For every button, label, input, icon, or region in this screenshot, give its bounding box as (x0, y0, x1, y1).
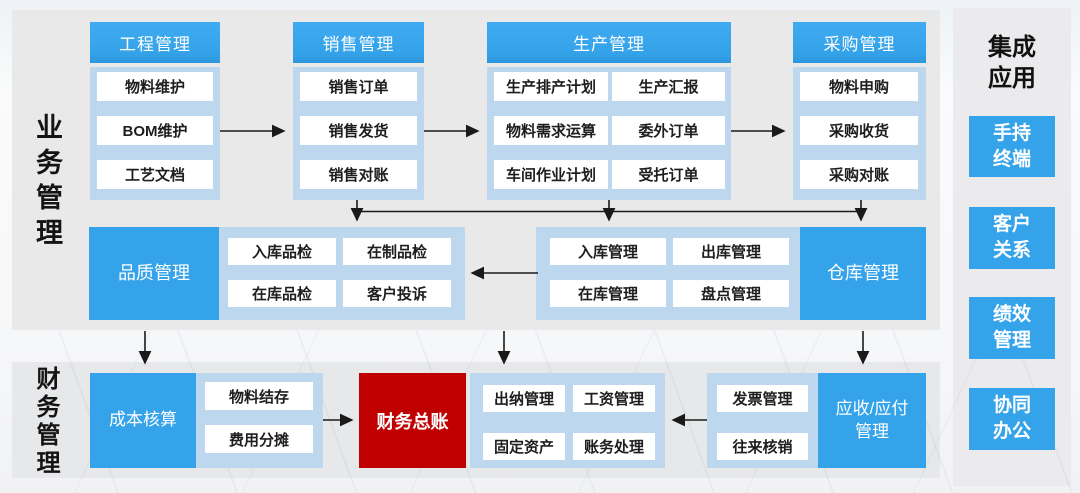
purchasing-header: 采购管理 (793, 22, 926, 63)
module-item: 出库管理 (673, 238, 789, 265)
module-item: 物料申购 (800, 72, 918, 101)
module-item: 在制品检 (343, 238, 451, 265)
cost-accounting-box: 成本核算 (90, 373, 196, 468)
module-item: 账务处理 (573, 433, 655, 460)
app-performance-box: 绩效 管理 (969, 297, 1055, 359)
module-item: 销售发货 (300, 116, 417, 145)
module-item: BOM维护 (97, 116, 213, 145)
general-ledger-box: 财务总账 (359, 373, 466, 468)
finance-section-label: 财务管理 (32, 366, 59, 478)
warehouse-box: 仓库管理 (800, 227, 926, 320)
app-crm-box: 客户 关系 (969, 207, 1055, 269)
engineering-header: 工程管理 (90, 22, 220, 63)
module-item: 盘点管理 (673, 280, 789, 307)
module-item: 销售对账 (300, 160, 417, 189)
module-item: 固定资产 (483, 433, 565, 460)
app-collaboration-box: 协同 办公 (969, 388, 1055, 450)
module-item: 费用分摊 (205, 425, 313, 453)
module-item: 受托订单 (612, 160, 725, 189)
quality-box: 品质管理 (89, 227, 219, 320)
module-item: 入库管理 (550, 238, 666, 265)
business-section-label: 业务管理 (32, 113, 62, 253)
module-item: 在库品检 (228, 280, 336, 307)
sales-header: 销售管理 (293, 22, 424, 63)
module-item: 客户投诉 (343, 280, 451, 307)
module-item: 委外订单 (612, 116, 725, 145)
module-item: 采购收货 (800, 116, 918, 145)
module-item: 物料需求运算 (494, 116, 608, 145)
module-item: 物料结存 (205, 382, 313, 410)
module-item: 工资管理 (573, 385, 655, 412)
module-item: 车间作业计划 (494, 160, 608, 189)
module-item: 在库管理 (550, 280, 666, 307)
module-item: 发票管理 (717, 385, 808, 412)
module-item: 工艺文档 (97, 160, 213, 189)
receivable-payable-box: 应收/应付 管理 (818, 373, 926, 468)
module-item: 生产排产计划 (494, 72, 608, 101)
module-item: 往来核销 (717, 433, 808, 460)
production-header: 生产管理 (487, 22, 731, 63)
module-item: 物料维护 (97, 72, 213, 101)
app-handheld-terminal-box: 手持 终端 (969, 116, 1055, 177)
module-item: 出纳管理 (483, 385, 565, 412)
module-item: 采购对账 (800, 160, 918, 189)
module-item: 销售订单 (300, 72, 417, 101)
module-item: 入库品检 (228, 238, 336, 265)
integration-title: 集成 应用 (988, 34, 1036, 93)
module-item: 生产汇报 (612, 72, 725, 101)
